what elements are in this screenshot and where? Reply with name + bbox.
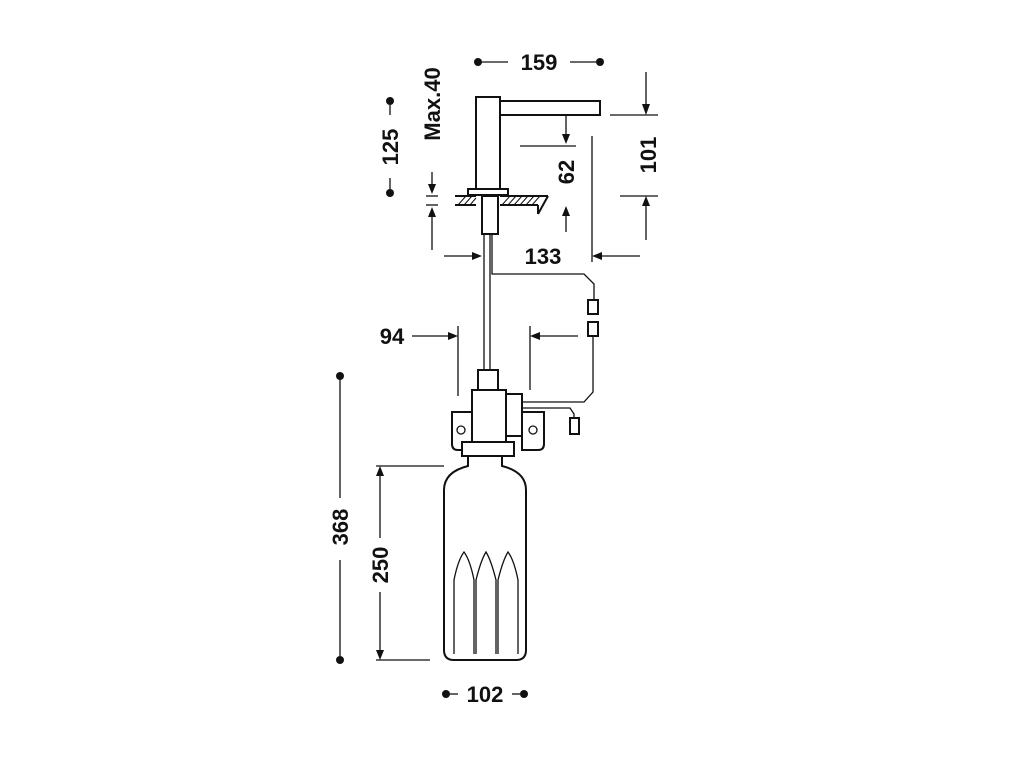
bottle-cap: [461, 441, 515, 457]
bracket-right: [521, 411, 545, 451]
label-368: 368: [328, 509, 353, 546]
label-250: 250: [368, 547, 393, 584]
pump-motor: [505, 393, 523, 437]
label-159: 159: [521, 50, 558, 75]
pump-neck: [477, 369, 499, 391]
label-62: 62: [554, 160, 579, 184]
label-102: 102: [467, 682, 504, 707]
sensor-cable-upper: [491, 234, 595, 302]
pump-connector: [569, 417, 580, 435]
dim-height-total: 125: [378, 97, 403, 197]
label-125: 125: [378, 129, 403, 166]
dim-spout-height: 62: [520, 115, 579, 232]
label-101: 101: [636, 137, 661, 174]
label-max40: Max.40: [420, 67, 445, 140]
dim-pump-offset: 94: [380, 324, 578, 396]
spout-arm: [499, 100, 601, 116]
pump-body: [471, 389, 507, 443]
dim-bottle-width: 102: [442, 682, 528, 707]
counter-deck: [455, 188, 549, 215]
sensor-cable-lower: [522, 336, 594, 403]
dim-deck-thickness: Max.40: [420, 67, 445, 250]
dispenser-assembly: [443, 96, 601, 661]
spout-column: [475, 96, 501, 190]
dim-bottle-height: 250: [368, 465, 444, 661]
dim-spout-reach: 133: [444, 136, 640, 269]
label-94: 94: [380, 324, 405, 349]
dim-outlet-height: 101: [610, 72, 661, 240]
bracket-screw-left: [456, 425, 466, 435]
pump-cable: [522, 407, 575, 418]
bracket-screw-right: [528, 425, 538, 435]
soap-bottle: [443, 455, 527, 661]
cable-connector-upper: [587, 299, 599, 315]
dim-assembly-height: 368: [328, 372, 353, 664]
cable-connector-lower: [587, 321, 599, 337]
dim-width-top: 159: [474, 50, 604, 75]
shank: [481, 195, 499, 235]
bottle-ribs: [453, 550, 519, 654]
deck-flange: [467, 188, 509, 196]
label-133: 133: [525, 244, 562, 269]
